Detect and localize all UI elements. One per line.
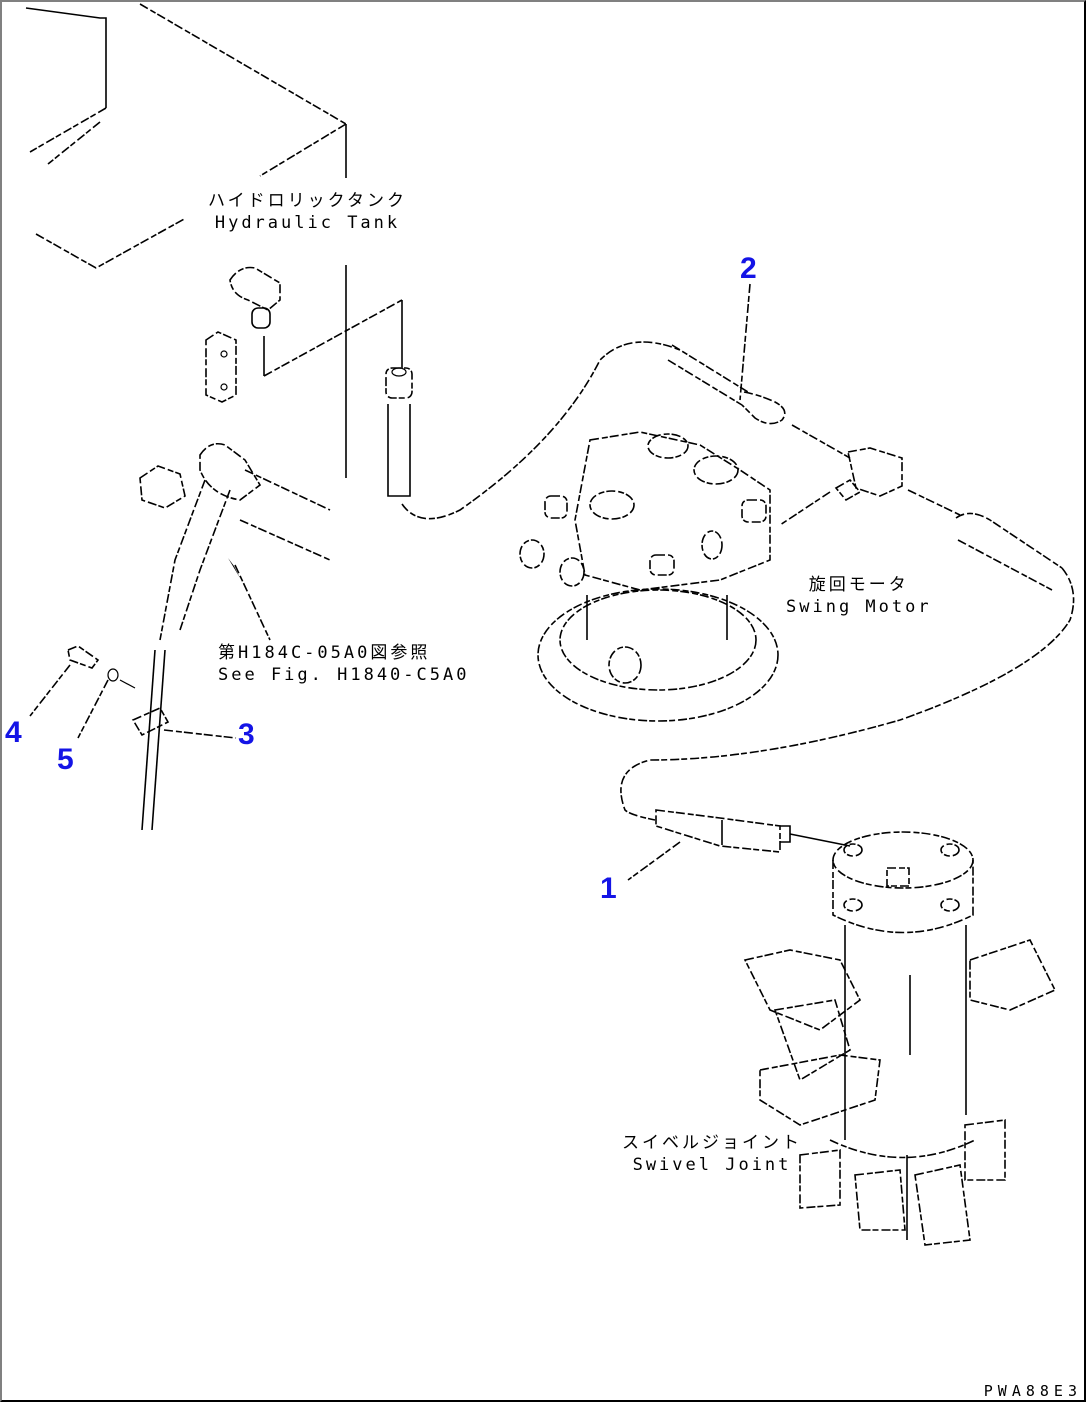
swing-motor-drawing xyxy=(519,431,779,722)
drawing-code: PWA88E3 xyxy=(983,1382,1082,1400)
reference-label-jp: 第H184C-05A0図参照 xyxy=(218,643,431,663)
callout-3[interactable]: 3 xyxy=(238,718,255,751)
callout-5[interactable]: 5 xyxy=(57,743,74,776)
swing-motor-label-jp: 旋回モータ xyxy=(808,575,909,595)
swing-motor-label-en: Swing Motor xyxy=(786,597,932,617)
hydraulic-tank-label: ハイドロリックタンク Hydraulic Tank xyxy=(208,190,407,234)
swing-motor-label: 旋回モータ Swing Motor xyxy=(786,574,932,618)
pipe-assembly-drawing xyxy=(131,442,331,831)
hydraulic-tank-label-en: Hydraulic Tank xyxy=(214,213,401,233)
reference-label-en: See Fig. H1840-C5A0 xyxy=(218,665,470,685)
bolt-washer-drawing xyxy=(67,645,136,689)
swivel-joint-drawing xyxy=(743,831,1057,1246)
leader-lines xyxy=(29,283,751,881)
swivel-joint-label: スイベルジョイント Swivel Joint xyxy=(622,1132,802,1176)
callout-1[interactable]: 1 xyxy=(600,872,617,905)
reference-label: 第H184C-05A0図参照 See Fig. H1840-C5A0 xyxy=(218,642,469,686)
elbow-fitting-drawing xyxy=(205,266,403,403)
hose-1-drawing xyxy=(655,809,851,853)
swivel-joint-label-jp: スイベルジョイント xyxy=(622,1133,802,1153)
tank-hose-drawing xyxy=(385,341,681,520)
connector-fitting-drawing xyxy=(779,447,961,526)
callout-2[interactable]: 2 xyxy=(740,252,757,285)
hose-right-drawing xyxy=(620,512,1075,821)
hydraulic-tank-label-jp: ハイドロリックタンク xyxy=(208,191,407,211)
hydraulic-tank-drawing xyxy=(25,3,347,478)
callout-4[interactable]: 4 xyxy=(5,716,22,749)
hose-2-drawing xyxy=(667,344,851,459)
swivel-joint-label-en: Swivel Joint xyxy=(632,1155,792,1175)
